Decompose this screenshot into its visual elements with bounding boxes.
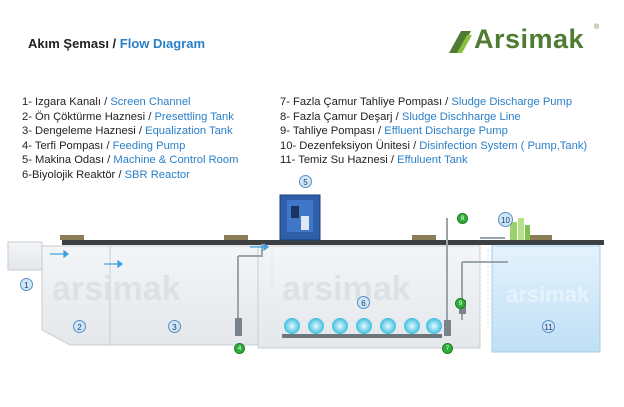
legend-item-2: 2- Ön Çöktürme Haznesi / Presettling Tan…	[22, 110, 234, 123]
legend-item-1: 1- Izgara Kanalı / Screen Channel	[22, 96, 191, 108]
legend-right: 7- Fazla Çamur Tahliye Pompası / Sludge …	[280, 95, 587, 168]
presettling-tank	[41, 245, 111, 346]
legend-item-9: 9- Tahliye Pompası / Effluent Discharge …	[280, 125, 508, 138]
manhole-lid	[60, 235, 84, 240]
watermark-1: arsimak	[52, 270, 181, 308]
marker-7: 7	[442, 343, 453, 354]
disinfection-unit	[510, 218, 530, 240]
page-title: Akım Şeması / Flow Dıagram	[28, 36, 205, 51]
marker-2: 2	[73, 320, 86, 333]
feeding-pump	[235, 318, 242, 336]
legend-item-6: 6-Biyolojik Reaktör / SBR Reactor	[22, 168, 190, 181]
watermark-3: arsimak	[506, 282, 590, 307]
legend-item-11: 11- Temiz Su Haznesi / Effuluent Tank	[280, 154, 468, 167]
logo-registered-mark: ®	[594, 24, 600, 31]
title-english: Flow Dıagram	[119, 36, 206, 51]
marker-5: 5	[299, 175, 312, 188]
flow-arrows	[50, 242, 269, 269]
legend-item-10: 10- Dezenfeksiyon Ünitesi / Disinfection…	[280, 139, 588, 152]
marker-1: 1	[20, 278, 33, 291]
machine-room	[279, 194, 321, 241]
ground-slab	[62, 240, 604, 245]
aeration-diffusers	[282, 318, 442, 338]
marker-9: 9	[455, 298, 466, 309]
marker-8: 8	[457, 213, 468, 224]
logo-text: Arsimak	[474, 24, 585, 54]
marker-4: 4	[234, 343, 245, 354]
legend-left: 1- Izgara Kanalı / Screen Channel 2- Ön …	[22, 95, 238, 183]
legend-item-7: 7- Fazla Çamur Tahliye Pompası / Sludge …	[280, 96, 573, 108]
legend-item-5: 5- Makina Odası / Machine & Control Room	[22, 154, 239, 167]
title-turkish: Akım Şeması /	[28, 36, 117, 51]
effluent-tank	[491, 245, 601, 353]
sludge-discharge-pump	[444, 320, 451, 336]
watermark-2: arsimak	[282, 270, 411, 308]
marker-6: 6	[357, 296, 370, 309]
legend-item-3: 3- Dengeleme Haznesi / Equalization Tank	[22, 125, 233, 138]
manhole-lid	[412, 235, 436, 240]
arsimak-logo-icon	[449, 31, 472, 53]
equalization-tank	[109, 245, 259, 346]
manhole-lid	[224, 235, 248, 240]
screen-channel	[7, 241, 43, 271]
legend-item-8: 8- Fazla Çamur Deşarj / Sludge Dischharg…	[280, 110, 521, 123]
manhole-lid	[528, 235, 552, 240]
marker-10: 10	[498, 212, 513, 227]
marker-3: 3	[168, 320, 181, 333]
flow-dashes	[271, 248, 489, 330]
marker-11: 11	[542, 320, 555, 333]
legend-item-4: 4- Terfi Pompası / Feeding Pump	[22, 139, 186, 152]
